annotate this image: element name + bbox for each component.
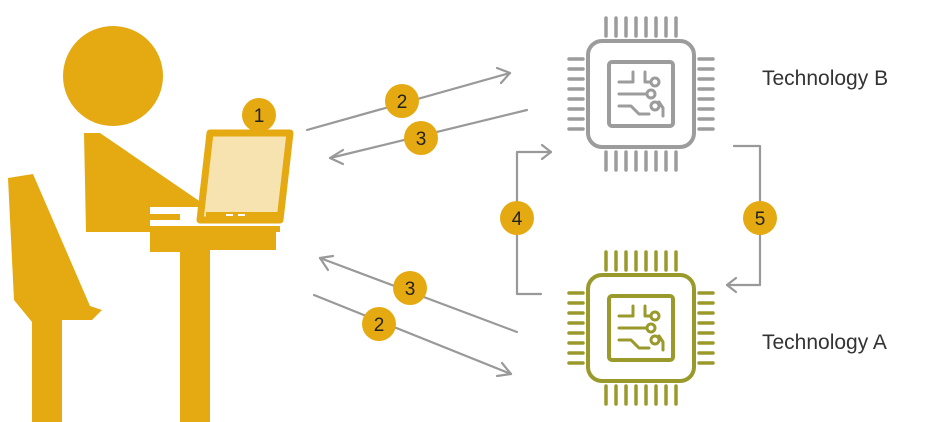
step-number-3-upper: 3 <box>416 129 427 150</box>
step-number-3-lower: 3 <box>405 279 416 300</box>
step-badge-1: 1 <box>242 98 276 132</box>
arrow-step-2-to-a <box>312 293 513 378</box>
step-badge-2-upper: 2 <box>385 84 419 118</box>
person-at-laptop-icon <box>8 26 294 422</box>
step-number-5: 5 <box>755 209 766 230</box>
technology-a-chip-icon <box>567 250 715 406</box>
step-number-2-upper: 2 <box>397 92 408 113</box>
step-badge-4: 4 <box>500 201 534 235</box>
step-number-1: 1 <box>254 106 265 127</box>
step-badge-2-lower: 2 <box>362 307 396 341</box>
step-number-4: 4 <box>512 209 523 230</box>
technology-a-label: Technology A <box>762 331 887 354</box>
step-number-2-lower: 2 <box>374 315 385 336</box>
step-badge-3-lower: 3 <box>393 271 427 305</box>
technology-b-chip-icon <box>567 16 715 172</box>
step-badge-3-upper: 3 <box>404 121 438 155</box>
step-badge-5: 5 <box>743 201 777 235</box>
technology-b-label: Technology B <box>762 67 889 90</box>
